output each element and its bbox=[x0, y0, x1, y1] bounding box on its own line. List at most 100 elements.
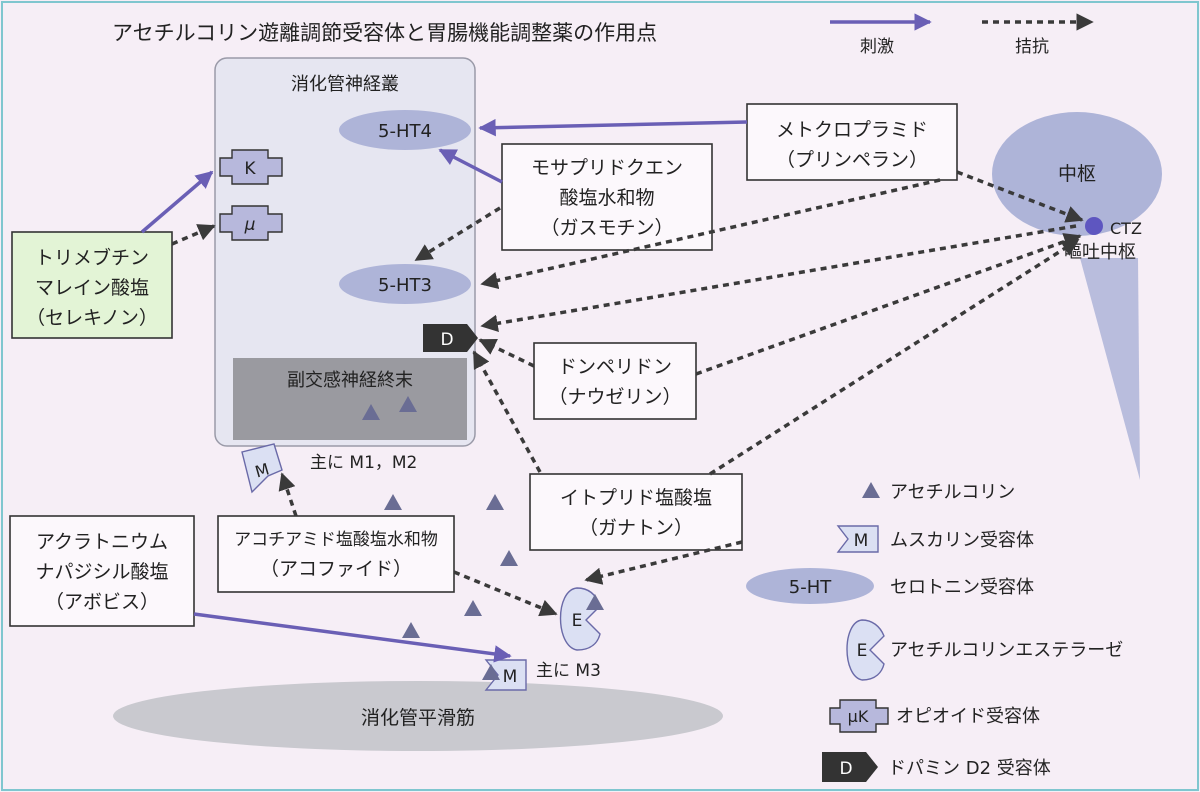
legend-dopamine-shape bbox=[822, 752, 878, 782]
muscarinic-receptor-upper: M bbox=[241, 443, 283, 494]
acotiamide-box: アコチアミド塩酸塩水和物 （アコファイド） bbox=[217, 515, 455, 593]
ctz-to-dopamine-arrow bbox=[480, 224, 1077, 333]
antagonism-key-label: 拮抗 bbox=[1015, 37, 1049, 57]
legend-opioid-shape bbox=[829, 699, 889, 733]
acetylcholine-triangle bbox=[486, 494, 504, 510]
acetylcholine-triangle bbox=[402, 622, 420, 638]
kappa-receptor: K bbox=[219, 149, 283, 185]
esterase-label: E bbox=[572, 611, 583, 631]
legend-esterase-shape bbox=[846, 619, 885, 681]
itopride-brand: （ガナトン） bbox=[579, 517, 693, 539]
domperidone-to-ctz-arrow bbox=[695, 233, 1082, 376]
legend-opioid-symbol: μK bbox=[848, 707, 869, 726]
acetylcholine-triangle bbox=[384, 494, 402, 510]
acotiamide-name: アコチアミド塩酸塩水和物 bbox=[234, 530, 438, 550]
page-title: アセチルコリン遊離調節受容体と胃腸機能調整薬の作用点 bbox=[112, 21, 657, 45]
dopamine-label: D bbox=[440, 330, 453, 350]
kappa-label: K bbox=[244, 159, 256, 179]
m1m2-note: 主に M1，M2 bbox=[310, 453, 417, 473]
muscarinic-lower-label: M bbox=[503, 667, 518, 687]
trimebutine-box: トリメブチン マレイン酸塩 （セレキノン） bbox=[11, 231, 173, 339]
legend-muscarinic-shape bbox=[836, 525, 879, 553]
legend: アセチルコリン M ムスカリン受容体 5-HT セロトニン受容体 E アセチルコ… bbox=[746, 482, 1123, 782]
smooth-muscle-region bbox=[113, 681, 723, 751]
muscarinic-upper-label: M bbox=[253, 459, 272, 481]
trimebutine-name-line2: マレイン酸塩 bbox=[35, 277, 149, 299]
mosapride-to-ht4-arrow bbox=[438, 148, 503, 184]
m3-note: 主に M3 bbox=[536, 661, 601, 681]
legend-esterase-label: アセチルコリンエステラーゼ bbox=[890, 640, 1123, 661]
aclatonium-brand: （アボビス） bbox=[45, 591, 159, 613]
central-ellipse bbox=[992, 112, 1162, 236]
ht3-label: 5-HT3 bbox=[378, 275, 432, 296]
acotiamide-to-esterase-arrow bbox=[453, 570, 558, 617]
legend-serotonin-ellipse bbox=[746, 568, 874, 604]
arrow-key: 刺激 拮抗 bbox=[830, 13, 1094, 57]
parasympathetic-terminal-label: 副交感神経終末 bbox=[287, 370, 413, 391]
acotiamide-brand: （アコファイド） bbox=[260, 558, 412, 580]
metoclopramide-to-ctz-arrow bbox=[956, 170, 1084, 223]
aclatonium-box: アクラトニウム ナパジシル酸塩 （アボビス） bbox=[9, 515, 195, 627]
legend-acetylcholine-triangle bbox=[862, 482, 880, 498]
trimebutine-to-kappa-arrow bbox=[140, 170, 214, 234]
dopamine-receptor: D bbox=[423, 324, 478, 352]
metoclopramide-brand: （プリンペラン） bbox=[776, 149, 928, 171]
aclatonium-name-line2: ナパジシル酸塩 bbox=[35, 561, 168, 583]
acetylcholine-triangle bbox=[500, 550, 518, 566]
legend-dopamine-label: ドパミン D2 受容体 bbox=[888, 758, 1051, 779]
mu-receptor: μ bbox=[219, 205, 283, 241]
acetylcholine-group bbox=[362, 396, 604, 680]
metoclopramide-to-ht3-arrow bbox=[480, 178, 941, 290]
acetylcholine-triangle bbox=[586, 594, 604, 610]
legend-muscarinic-label: ムスカリン受容体 bbox=[890, 530, 1034, 551]
metoclopramide-name: メトクロプラミド bbox=[776, 119, 928, 141]
ht4-receptor bbox=[339, 110, 471, 150]
itopride-to-ctz-arrow bbox=[709, 238, 1080, 476]
mu-label: μ bbox=[244, 215, 256, 235]
legend-muscarinic-symbol: M bbox=[854, 531, 869, 551]
aclatonium-to-m3-arrow bbox=[193, 612, 512, 663]
legend-acetylcholine-label: アセチルコリン bbox=[890, 482, 1015, 503]
itopride-to-dopamine-arrow bbox=[472, 350, 542, 473]
legend-serotonin-label: セロトニン受容体 bbox=[890, 577, 1034, 598]
trimebutine-to-mu-arrow bbox=[171, 224, 216, 246]
muscarinic-receptor-lower: M bbox=[484, 659, 527, 691]
enteric-plexus-region bbox=[214, 57, 476, 447]
legend-opioid-label: オピオイド受容体 bbox=[896, 706, 1040, 727]
metoclopramide-to-ht4-arrow bbox=[478, 118, 748, 137]
itopride-box: イトプリド塩酸塩 （ガナトン） bbox=[529, 473, 743, 551]
acetylcholine-triangle bbox=[482, 664, 500, 680]
mosapride-brand: （ガスモチン） bbox=[540, 217, 673, 239]
itopride-name: イトプリド塩酸塩 bbox=[560, 487, 712, 509]
ht3-receptor bbox=[339, 264, 471, 304]
smooth-muscle-label: 消化管平滑筋 bbox=[361, 707, 475, 729]
legend-dopamine-symbol: D bbox=[839, 759, 852, 779]
acotiamide-to-m1-arrow bbox=[278, 472, 298, 517]
legend-serotonin-symbol: 5-HT bbox=[789, 577, 832, 598]
mosapride-box: モサプリドクエン 酸塩水和物 （ガスモチン） bbox=[501, 143, 713, 251]
mosapride-to-ht3-arrow bbox=[414, 206, 501, 262]
domperidone-brand: （ナウゼリン） bbox=[548, 386, 681, 408]
domperidone-box: ドンペリドン （ナウゼリン） bbox=[533, 342, 697, 420]
vomiting-center-label: 嘔吐中枢 bbox=[1064, 242, 1136, 263]
legend-esterase-symbol: E bbox=[857, 641, 868, 661]
domperidone-name: ドンペリドン bbox=[558, 356, 672, 378]
ht4-label: 5-HT4 bbox=[378, 121, 432, 142]
ctz-label: CTZ bbox=[1110, 219, 1142, 238]
trimebutine-brand: （セレキノン） bbox=[26, 307, 158, 329]
itopride-to-esterase-arrow bbox=[584, 540, 743, 585]
mosapride-name-line1: モサプリドクエン bbox=[531, 157, 683, 179]
center-label: 中枢 bbox=[1058, 163, 1096, 185]
acetylcholine-triangle bbox=[464, 600, 482, 616]
parasympathetic-terminal-region bbox=[233, 358, 467, 440]
ctz-dot bbox=[1085, 217, 1103, 235]
enteric-plexus-label: 消化管神経叢 bbox=[291, 74, 399, 95]
metoclopramide-box: メトクロプラミド （プリンペラン） bbox=[746, 103, 958, 181]
domperidone-to-dopamine-arrow bbox=[478, 338, 535, 368]
acetylcholine-triangle bbox=[362, 404, 380, 420]
aclatonium-name-line1: アクラトニウム bbox=[36, 531, 168, 553]
mosapride-name-line2: 酸塩水和物 bbox=[559, 187, 654, 209]
stimulation-key-label: 刺激 bbox=[860, 37, 894, 57]
